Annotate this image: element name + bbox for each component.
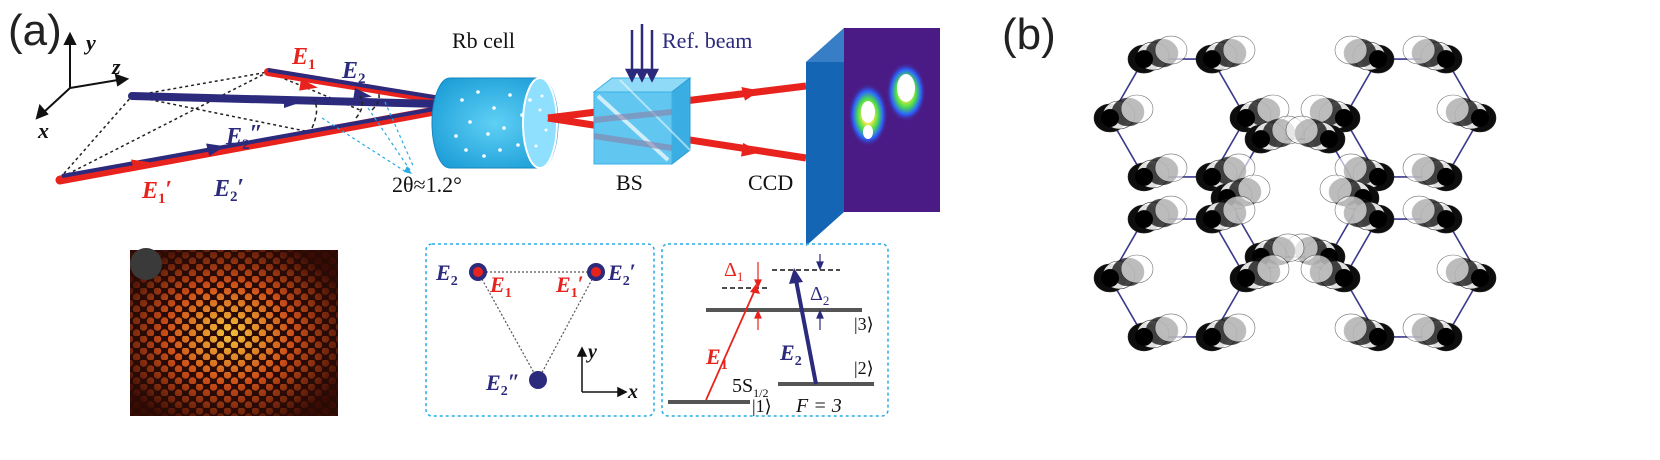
vortex-glyph [1436,254,1497,293]
state3-label: |3⟩ [854,314,874,334]
angle-arcs [311,91,380,129]
level-E1: E1 [705,344,728,373]
bs-label: BS [616,170,643,195]
vortex-glyph [1402,195,1463,234]
transition-E1 [705,291,755,401]
vortex-glyph [1402,35,1463,74]
triangle-diagram: E2 E1 E1′ E2′ E2″ y x [425,243,655,417]
vortex-glyph [1334,153,1395,192]
label-E2-prime: E2′ [213,175,244,205]
beam-E2 [267,68,441,100]
vortex-glyph [1093,254,1154,293]
rb-cell-label: Rb cell [452,28,515,53]
label-E2-double-prime: E2″ [225,121,263,153]
5s-label: 5S1/2 [732,375,768,400]
axis-x-label: x [37,118,49,143]
beam-triangle-dotted [59,71,361,179]
arrow-E1 [299,78,318,91]
label-E2: E2 [341,58,366,87]
level-E2: E2 [779,340,802,369]
vortex-glyph [1300,254,1361,293]
vortices [1093,35,1497,352]
state2-label: |2⟩ [854,358,874,378]
arrow-E2 [353,87,372,100]
vortex-glyph [1334,195,1395,234]
vortex-glyph [1195,195,1256,234]
vortex-glyph [1285,115,1346,154]
vortex-glyph [1436,94,1497,133]
arrow-E1p [131,159,150,172]
vortex-glyph [1127,153,1188,192]
lattice-image [130,248,338,416]
arrow-E2p [206,143,225,157]
beam-E1-prime [55,105,445,185]
label-E1-prime: E1′ [141,177,172,207]
vortex-glyph [1195,35,1256,74]
vortex-glyph [1402,153,1463,192]
vortex-glyph [1195,153,1256,192]
vortex-glyph [1093,94,1154,133]
vortex-glyph [1127,35,1188,74]
angle-pointers [321,101,415,173]
transition-E2 [794,279,818,385]
vortex-glyph [1402,313,1463,352]
axes-3d [35,31,130,120]
beam-E2-prime [61,106,441,178]
f-label: F = 3 [795,395,842,417]
panel-label-a: (a) [8,6,62,55]
arrow-E2pp [284,96,302,108]
vortex-glyph [1334,313,1395,352]
axis-y-label: y [83,30,96,55]
tri-E2-prime: E2′ [607,259,636,289]
vortex-lattice [1058,34,1558,402]
label-E1: E1 [291,44,316,73]
panel-label-b: (b) [1002,10,1056,59]
state1-label: |1⟩ [752,396,772,416]
beam-splitter [592,76,692,166]
beams [55,68,445,185]
tri-E1: E1 [489,272,512,301]
tri-E2-double-prime: E2″ [485,369,520,399]
vortex-glyph [1127,195,1188,234]
energy-level-diagram: Δ1 Δ2 |3⟩ |2⟩ |1⟩ E1 E2 5S1/2 F = 3 [661,243,889,417]
field-labels: E1 E2 E2″ E1′ E2′ [141,44,366,207]
ref-beam-label: Ref. beam [662,28,752,53]
ccd-camera [806,28,940,246]
angle-arrowhead [404,166,412,174]
vortex-glyph [1229,94,1290,133]
vortex-glyph [1334,35,1395,74]
ref-beam-arrows [624,24,660,83]
vortex-glyph [1195,313,1256,352]
tri-E2: E2 [435,260,458,289]
delta1-label: Δ1 [724,259,743,284]
vortex-glyph [1127,313,1188,352]
tri-E1-prime: E1′ [555,271,584,301]
angle-label: 2θ≈1.2° [392,172,462,197]
ccd-label: CCD [748,170,793,195]
tri-axis-y: y [586,341,597,363]
vortex-glyph [1229,254,1290,293]
delta2-label: Δ2 [810,283,829,308]
tri-axis-x: x [627,381,638,403]
rb-cell [431,77,559,169]
axis-z-label: z [111,54,121,79]
